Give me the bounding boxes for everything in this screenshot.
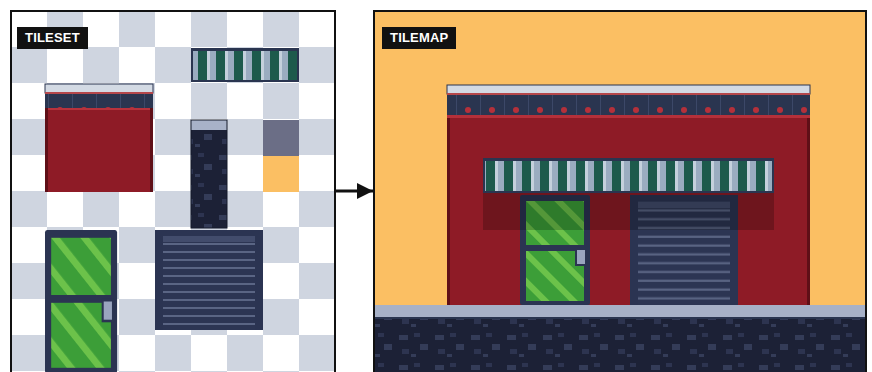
roof-line xyxy=(447,93,810,95)
panel-label: TILEMAP xyxy=(382,27,456,49)
shutter-tile xyxy=(155,230,263,330)
awning-frame xyxy=(483,158,774,193)
tile-panel: TILEMAP xyxy=(373,10,867,372)
wall xyxy=(447,118,810,305)
awning-tile xyxy=(191,48,299,82)
stone-cap xyxy=(191,120,227,130)
wall xyxy=(45,108,153,192)
stone-fill xyxy=(191,130,227,228)
wall-trim xyxy=(45,108,153,110)
wall-edge xyxy=(807,118,810,305)
panel-label: TILESET xyxy=(17,27,88,49)
building xyxy=(447,85,810,305)
roof-line xyxy=(45,92,153,94)
wall-edge xyxy=(447,118,450,305)
roof-trim xyxy=(447,115,810,118)
ground-cap xyxy=(375,305,865,319)
roof-band xyxy=(447,95,810,115)
stone-column-tile xyxy=(191,120,227,228)
roof-band xyxy=(45,94,153,108)
awning-stripes xyxy=(485,161,772,191)
ground-line xyxy=(375,317,865,319)
wall-edge xyxy=(150,108,153,192)
stone-ground xyxy=(375,305,865,372)
checker-background xyxy=(11,11,334,372)
flow-arrow xyxy=(336,190,373,193)
roof-cap xyxy=(45,84,153,93)
wall-edge xyxy=(45,108,48,192)
awning-frame xyxy=(191,48,299,82)
door-tile xyxy=(45,230,117,372)
roof-cap xyxy=(447,85,810,94)
sky-background xyxy=(375,11,865,372)
ground xyxy=(375,305,865,372)
awning-stripes xyxy=(193,51,297,80)
wall-tile xyxy=(45,84,153,192)
stone-outline xyxy=(191,120,227,228)
awning-shadow xyxy=(483,193,774,230)
grey-color-tile xyxy=(263,120,299,156)
tile-panel: TILESET xyxy=(10,10,336,372)
orange-color-tile xyxy=(263,156,299,192)
